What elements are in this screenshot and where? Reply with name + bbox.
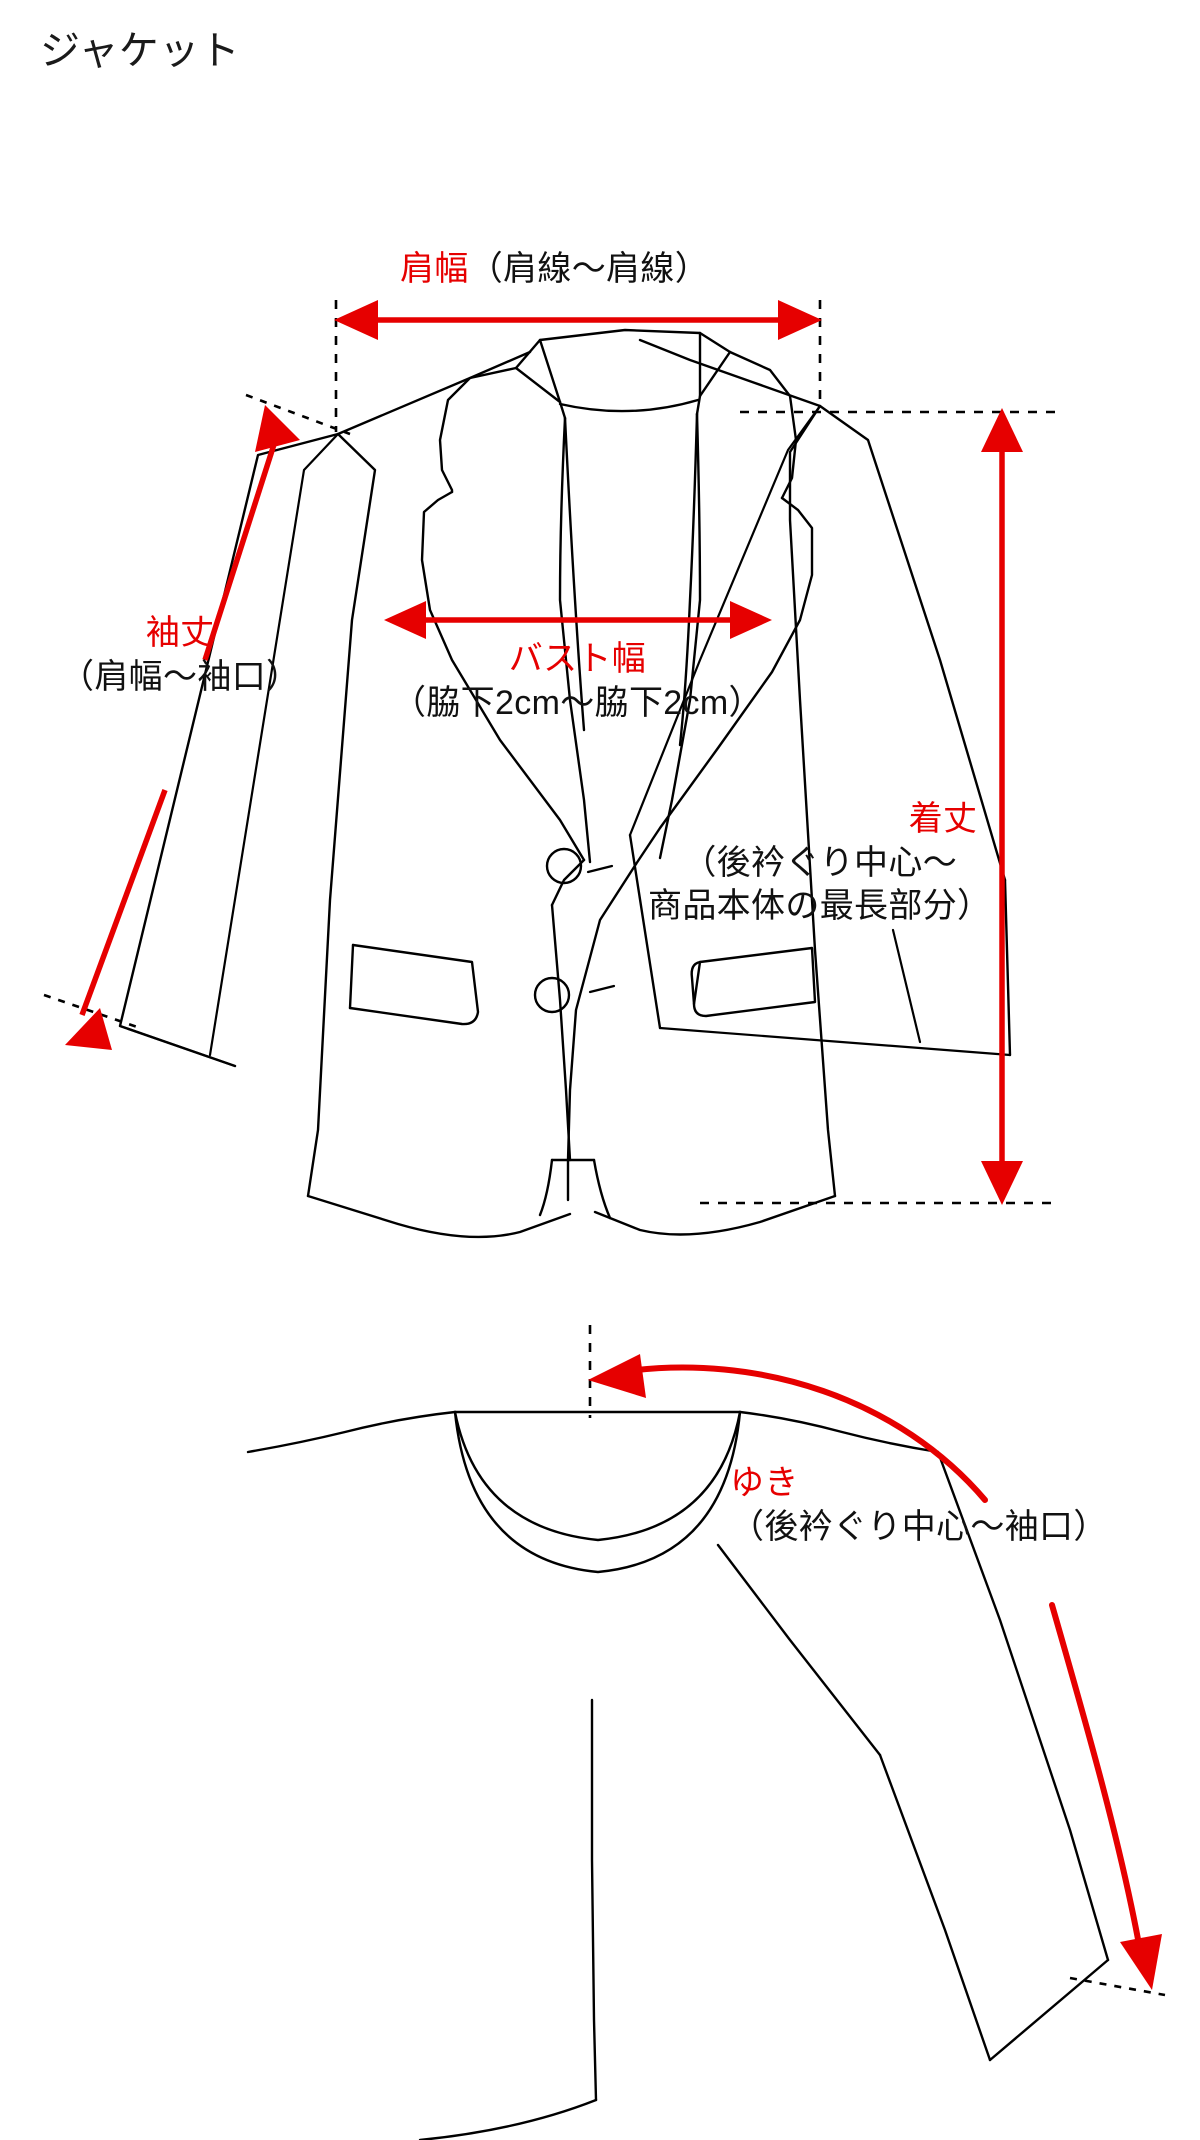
right-pocket-flap <box>692 946 817 1018</box>
left-pocket-flap <box>348 943 480 1026</box>
front-right-edge <box>566 862 638 1162</box>
label-sleeve-length-detail: （肩幅〜袖口） <box>60 657 301 696</box>
page-title: ジャケット <box>40 29 240 73</box>
collar-stand-left <box>563 416 586 732</box>
left-cuff-line <box>118 1024 237 1068</box>
left-hem <box>306 1194 572 1239</box>
right-hem <box>593 1194 837 1236</box>
sweater-cuff-guide <box>1069 1976 1166 1997</box>
left-pocket-edge <box>348 943 355 1010</box>
label-sleeve-length: 袖丈 （肩幅〜袖口） <box>60 612 300 699</box>
neck-rib-outer <box>453 1410 742 1574</box>
sweater-right-sleeve-inner <box>878 1753 992 2062</box>
right-cuff-detail <box>891 928 922 1044</box>
sleeve-reach-arrow-bottom <box>1049 1602 1162 1990</box>
label-shoulder-width-term: 肩幅 <box>400 250 469 288</box>
collar-inner-curve <box>558 398 700 413</box>
left-lapel-inner <box>558 416 592 864</box>
left-sleeve-inner-seam <box>208 432 340 1057</box>
right-sleeve-inner-seam <box>628 404 822 837</box>
bust-width-arrow <box>384 601 772 639</box>
right-lapel-outer <box>634 496 814 866</box>
sweater-left-shoulder <box>246 1410 457 1454</box>
right-body-side <box>788 404 837 1198</box>
label-body-length: 着丈 （後衿ぐり中心〜 商品本体の最長部分） <box>648 798 991 929</box>
right-sleeve-outer <box>818 404 1007 882</box>
buttonhole-lower <box>588 984 616 994</box>
right-lapel-top-join <box>698 350 732 398</box>
right-sleeve-outer-lower <box>1003 878 1012 1057</box>
label-sleeve-reach: ゆき （後衿ぐり中心〜袖口） <box>730 1462 1108 1549</box>
buttonhole-upper <box>586 864 614 874</box>
button-upper <box>545 847 583 885</box>
shoulder-width-arrow <box>334 300 822 340</box>
left-lapel-outer <box>420 490 586 862</box>
label-shoulder-width-detail: （肩線〜肩線） <box>468 250 710 288</box>
neck-rib-inner <box>453 1410 742 1542</box>
label-body-length-detail-line-2: 商品本体の最長部分） <box>648 887 992 926</box>
sweater-body-right-side <box>590 1698 598 2102</box>
front-left-edge <box>550 903 572 1162</box>
sweater-right-cuff <box>988 1958 1110 2062</box>
front-left-break <box>550 858 586 907</box>
collar-left-edge <box>538 338 567 420</box>
collar-right-edge <box>695 331 702 416</box>
right-shoulder-seam <box>638 338 822 408</box>
collar-outer-top <box>514 328 732 370</box>
label-bust-width: バスト幅 （脇下2cm〜脇下2cm） <box>392 638 763 725</box>
sleeve-cuff-guide <box>43 993 141 1030</box>
left-lapel-notch <box>438 366 518 494</box>
label-sleeve-reach-detail: （後衿ぐり中心〜袖口） <box>730 1507 1108 1546</box>
jacket-illustration <box>43 300 1060 1239</box>
sweater-raglan-seam <box>716 1543 882 1757</box>
right-lapel-notch <box>728 350 798 500</box>
label-body-length-term: 着丈 <box>908 800 978 838</box>
vent-left-curve <box>538 1158 554 1217</box>
sweater-right-sleeve-outer <box>936 1450 1110 1962</box>
label-sleeve-length-term: 袖丈 <box>145 614 215 652</box>
sweater-hem <box>418 2098 598 2140</box>
label-sleeve-reach-term: ゆき <box>730 1464 799 1502</box>
button-lower <box>533 976 571 1014</box>
right-pocket-corner <box>690 960 702 1006</box>
sleeve-top-guide <box>245 393 351 436</box>
sleeve-reach-arrow-top <box>588 1354 988 1503</box>
right-lapel-inner <box>658 412 702 860</box>
left-sleeve-outer <box>118 432 340 1068</box>
left-body-side <box>306 432 377 1198</box>
label-shoulder-width: 肩幅（肩線〜肩線） <box>400 248 709 292</box>
label-bust-width-term: バスト幅 <box>508 640 647 678</box>
right-cuff-line <box>658 1026 1012 1057</box>
left-lapel-top-join <box>514 366 562 404</box>
vent-right-curve <box>592 1158 612 1220</box>
sweater-right-shoulder <box>738 1410 940 1454</box>
sweater-illustration <box>246 1325 1166 2140</box>
label-body-length-detail-line-1: （後衿ぐり中心〜 <box>682 843 958 882</box>
label-bust-width-detail: （脇下2cm〜脇下2cm） <box>392 683 763 722</box>
left-shoulder-seam <box>336 350 532 436</box>
collar-stand-right <box>678 412 699 747</box>
body-length-arrow <box>981 408 1023 1205</box>
sleeve-length-arrow <box>65 405 300 1050</box>
